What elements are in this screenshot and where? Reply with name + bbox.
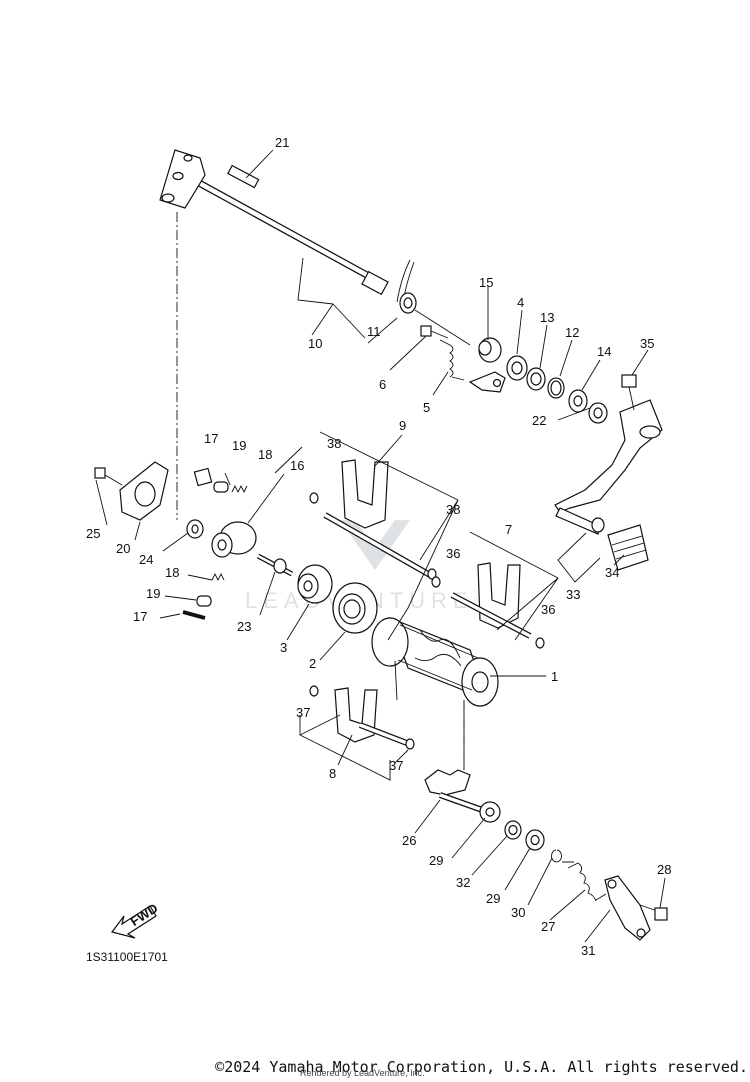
callout-16: 16 [290, 458, 304, 473]
callouts: 1 2 3 4 5 6 7 8 9 10 11 12 13 14 15 16 1… [86, 135, 671, 958]
callout-37-a: 37 [296, 705, 310, 720]
rendered-by-credit: Rendered by LeadVenture, Inc. [300, 1068, 425, 1078]
fwd-arrow-icon: FWD [110, 900, 160, 939]
shift-drum-1 [371, 616, 499, 707]
callout-12: 12 [565, 325, 579, 340]
callout-34: 34 [605, 565, 619, 580]
callout-26: 26 [402, 833, 416, 848]
callout-5: 5 [423, 400, 430, 415]
callout-19-top: 19 [232, 438, 246, 453]
callout-38-b: 38 [446, 502, 460, 517]
callout-38-a: 38 [327, 436, 341, 451]
callout-2: 2 [309, 656, 316, 671]
stopper-3 [297, 564, 333, 604]
pin-17-bottom [182, 610, 206, 620]
spring-5 [439, 339, 465, 381]
callout-37-b: 37 [389, 758, 403, 773]
callout-21: 21 [275, 135, 289, 150]
arm-31 [604, 875, 651, 941]
shift-lever-arm [468, 371, 506, 393]
callout-1: 1 [551, 669, 558, 684]
callout-29-a: 29 [429, 853, 443, 868]
callout-18-bottom: 18 [165, 565, 179, 580]
segment-16 [211, 521, 257, 558]
callout-36-b: 36 [541, 602, 555, 617]
callout-3: 3 [280, 640, 287, 655]
callout-30: 30 [511, 905, 525, 920]
callout-22: 22 [532, 413, 546, 428]
washer-24 [186, 519, 204, 539]
copyright-notice: ©2024 Yamaha Motor Corporation, U.S.A. A… [215, 1058, 748, 1076]
callout-31: 31 [581, 943, 595, 958]
washer-29-a [479, 801, 501, 823]
callout-19-bottom: 19 [146, 586, 160, 601]
callout-18-top: 18 [258, 447, 272, 462]
callout-11: 11 [367, 324, 381, 339]
bolt-28 [639, 904, 668, 921]
fork-8 [334, 687, 414, 748]
circlip-30 [551, 849, 562, 863]
bolt-25 [94, 467, 123, 486]
fork-7 [450, 562, 532, 639]
plate-20 [119, 461, 169, 521]
callout-17-bottom: 17 [133, 609, 147, 624]
washer-13 [526, 367, 546, 391]
callout-27: 27 [541, 919, 555, 934]
callout-15: 15 [479, 275, 493, 290]
callout-8: 8 [329, 766, 336, 781]
callout-35: 35 [640, 336, 654, 351]
pin-19-top [213, 481, 229, 493]
callout-7: 7 [505, 522, 512, 537]
bolt-35 [621, 374, 637, 411]
circlip-12 [547, 377, 565, 399]
diagram-code: 1S31100E1701 [86, 950, 168, 964]
callout-32: 32 [456, 875, 470, 890]
callout-29-b: 29 [486, 891, 500, 906]
washer-29-b [525, 829, 545, 851]
bolt-23 [256, 553, 294, 577]
leader-lines [95, 149, 666, 943]
callout-25: 25 [86, 526, 100, 541]
callout-14: 14 [597, 344, 611, 359]
spring-18-top [231, 484, 248, 494]
washer-32 [504, 820, 522, 840]
rubber-34 [607, 524, 649, 571]
o-rings [309, 492, 545, 750]
callout-20: 20 [116, 541, 130, 556]
spring-18-bottom [211, 572, 225, 582]
fork-9 [323, 459, 432, 578]
bearing-2 [332, 582, 378, 634]
shift-pedal [554, 399, 663, 535]
callout-24: 24 [139, 552, 153, 567]
callout-33: 33 [566, 587, 580, 602]
collar-15 [478, 337, 502, 363]
pin-17-top [193, 467, 213, 487]
callout-4: 4 [517, 295, 524, 310]
callout-13: 13 [540, 310, 554, 325]
alignment-lines [176, 212, 465, 770]
callout-10: 10 [308, 336, 322, 351]
lever-26 [424, 769, 490, 815]
callout-28: 28 [657, 862, 671, 877]
callout-17-top: 17 [204, 431, 218, 446]
callout-9: 9 [399, 418, 406, 433]
svg-text:FWD: FWD [127, 900, 160, 929]
bolt-6 [420, 325, 449, 339]
shift-shaft [159, 149, 471, 346]
callout-36-a: 36 [446, 546, 460, 561]
washer-4 [506, 355, 528, 381]
pin-19-bottom [196, 595, 212, 607]
spring-27 [562, 861, 607, 902]
callout-6: 6 [379, 377, 386, 392]
callout-23: 23 [237, 619, 251, 634]
washer-14 [568, 389, 588, 413]
